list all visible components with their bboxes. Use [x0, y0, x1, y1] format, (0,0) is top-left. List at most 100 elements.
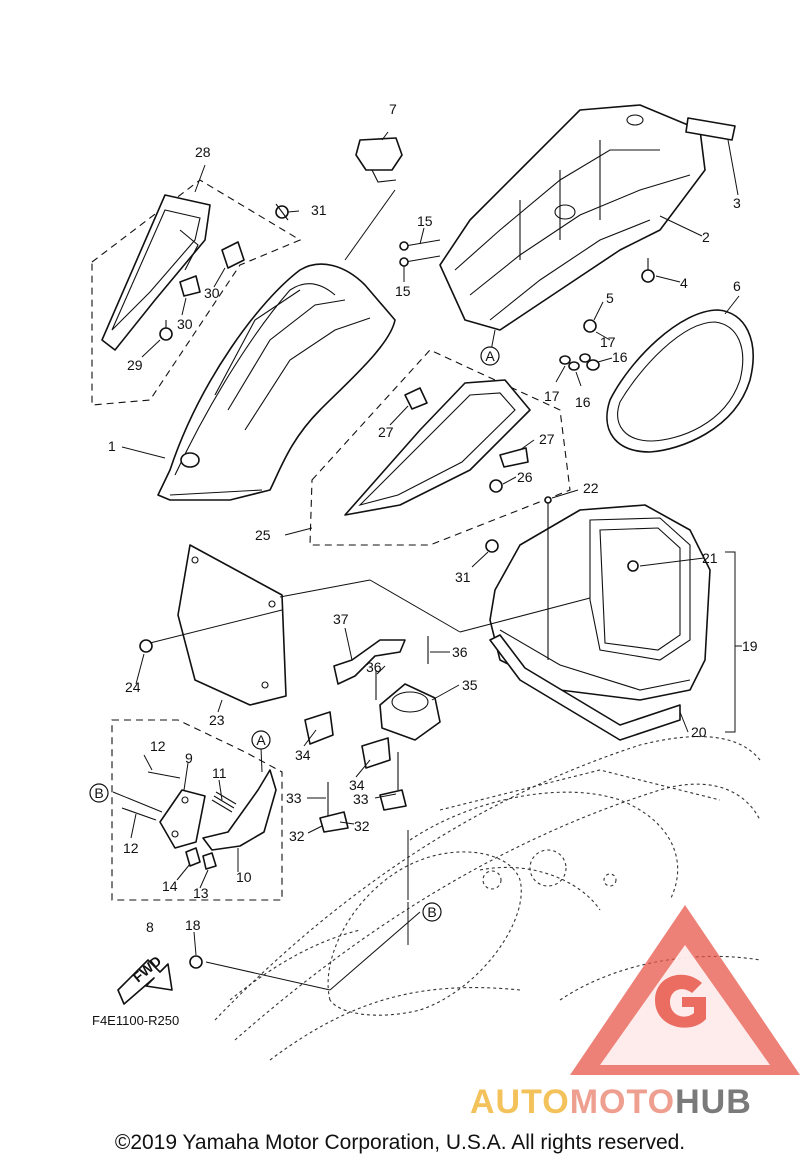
part-13-14-latch[interactable] [185, 847, 217, 870]
callout-32b: 32 [354, 818, 370, 834]
part-22-pin[interactable] [544, 496, 552, 660]
svg-text:B: B [94, 785, 103, 801]
part-7-hook[interactable] [355, 137, 403, 183]
part-23-panel[interactable] [177, 544, 287, 706]
callout-9: 9 [185, 750, 193, 766]
callout-8: 8 [146, 919, 154, 935]
callout-29: 29 [127, 357, 143, 373]
callout-5: 5 [606, 290, 614, 306]
callout-30a: 30 [204, 285, 220, 301]
callout-10: 10 [236, 869, 252, 885]
ref-a-inset: A [251, 730, 271, 750]
callout-31b: 31 [455, 569, 471, 585]
part-34-clips[interactable] [304, 711, 391, 769]
callout-6: 6 [733, 278, 741, 294]
part-29-screw[interactable] [159, 320, 173, 341]
callout-numbers: 1 2 3 4 5 6 7 8 9 10 11 12 12 13 14 15 1… [108, 101, 758, 935]
exploded-parts-diagram: FWD [89, 101, 761, 1061]
part-12-pins[interactable] [121, 771, 181, 821]
part-30-pads[interactable] [179, 241, 245, 297]
svg-text:B: B [427, 904, 436, 920]
callout-1: 1 [108, 438, 116, 454]
callout-33a: 33 [286, 790, 302, 806]
callout-3: 3 [733, 195, 741, 211]
part-32-33-brackets[interactable] [319, 752, 407, 833]
callout-4: 4 [680, 275, 688, 291]
part-3-strip[interactable] [685, 117, 736, 141]
callout-13: 13 [193, 885, 209, 901]
callout-36a: 36 [452, 644, 468, 660]
part-6-gasket[interactable] [606, 309, 754, 453]
callout-26: 26 [517, 469, 533, 485]
hull-outline [214, 736, 761, 1061]
callout-7: 7 [389, 101, 397, 117]
callout-37: 37 [333, 611, 349, 627]
part-37-bracket[interactable] [333, 639, 406, 685]
callout-28: 28 [195, 144, 211, 160]
callout-36b: 36 [366, 659, 382, 675]
part-24-clip[interactable] [139, 639, 153, 653]
part-1-hood[interactable] [157, 263, 396, 501]
callout-17a: 17 [600, 334, 616, 350]
leader-lines [112, 131, 742, 991]
diagram-code: F4E1100-R250 [92, 1013, 179, 1028]
part-31-screw-top[interactable] [275, 203, 289, 221]
part-18-screw[interactable] [189, 955, 203, 969]
copyright-notice: ©2019 Yamaha Motor Corporation, U.S.A. A… [114, 1131, 686, 1154]
callout-15a: 15 [417, 213, 433, 229]
part-10-lever[interactable] [202, 769, 277, 851]
callout-18: 18 [185, 917, 201, 933]
part-2-inner-frame[interactable] [439, 104, 706, 331]
callout-19: 19 [742, 638, 758, 654]
callout-33b: 33 [353, 791, 369, 807]
part-28-side-cover[interactable] [101, 194, 211, 351]
callout-31a: 31 [311, 202, 327, 218]
svg-text:A: A [485, 348, 495, 364]
part-20-seal[interactable] [489, 634, 681, 741]
dashed-group-28 [91, 179, 302, 406]
callout-12b: 12 [123, 840, 139, 856]
callout-32a: 32 [289, 828, 305, 844]
part-31-screw-low[interactable] [485, 539, 499, 553]
callout-21: 21 [702, 550, 718, 566]
ref-b-hull: B [422, 902, 442, 922]
callout-35: 35 [462, 677, 478, 693]
dashed-group-8 [111, 719, 283, 901]
logo-wordmark: AUTOMOTOHUB [470, 1083, 752, 1121]
part-9-plate[interactable] [159, 789, 206, 849]
part-35-box[interactable] [379, 683, 441, 741]
part-25-side-cover[interactable] [344, 379, 531, 516]
svg-text:A: A [256, 732, 266, 748]
part-36-bolts[interactable] [375, 636, 429, 700]
part-26-clip[interactable] [489, 479, 503, 493]
callout-16a: 16 [612, 349, 628, 365]
callout-34b: 34 [349, 777, 365, 793]
callout-12a: 12 [150, 738, 166, 754]
fwd-arrow-icon: FWD [117, 953, 173, 1005]
dashed-group-25 [309, 349, 571, 546]
callout-24: 24 [125, 679, 141, 695]
callout-17b: 17 [544, 388, 560, 404]
ref-b-inset: B [89, 783, 109, 803]
callout-22: 22 [583, 480, 599, 496]
callout-15b: 15 [395, 283, 411, 299]
callout-20: 20 [691, 724, 707, 740]
callout-27a: 27 [378, 424, 394, 440]
callout-25: 25 [255, 527, 271, 543]
callout-14: 14 [162, 878, 178, 894]
part-16-17-washers-nuts[interactable] [559, 353, 600, 371]
callout-2: 2 [702, 229, 710, 245]
logo-triangle-icon [570, 905, 800, 1075]
automotohub-logo: AUTOMOTOHUB [470, 905, 800, 1125]
part-11-spring[interactable] [211, 791, 237, 813]
part-27-pads[interactable] [404, 387, 529, 468]
part-19-storage-bin[interactable] [489, 504, 711, 701]
callout-30b: 30 [177, 316, 193, 332]
part-5-screw[interactable] [583, 319, 597, 333]
ref-a-top: A [480, 346, 500, 366]
callout-11: 11 [212, 765, 227, 781]
callout-27b: 27 [539, 431, 555, 447]
callout-16b: 16 [575, 394, 591, 410]
part-4-bolt[interactable] [641, 258, 655, 283]
callout-34a: 34 [295, 747, 311, 763]
